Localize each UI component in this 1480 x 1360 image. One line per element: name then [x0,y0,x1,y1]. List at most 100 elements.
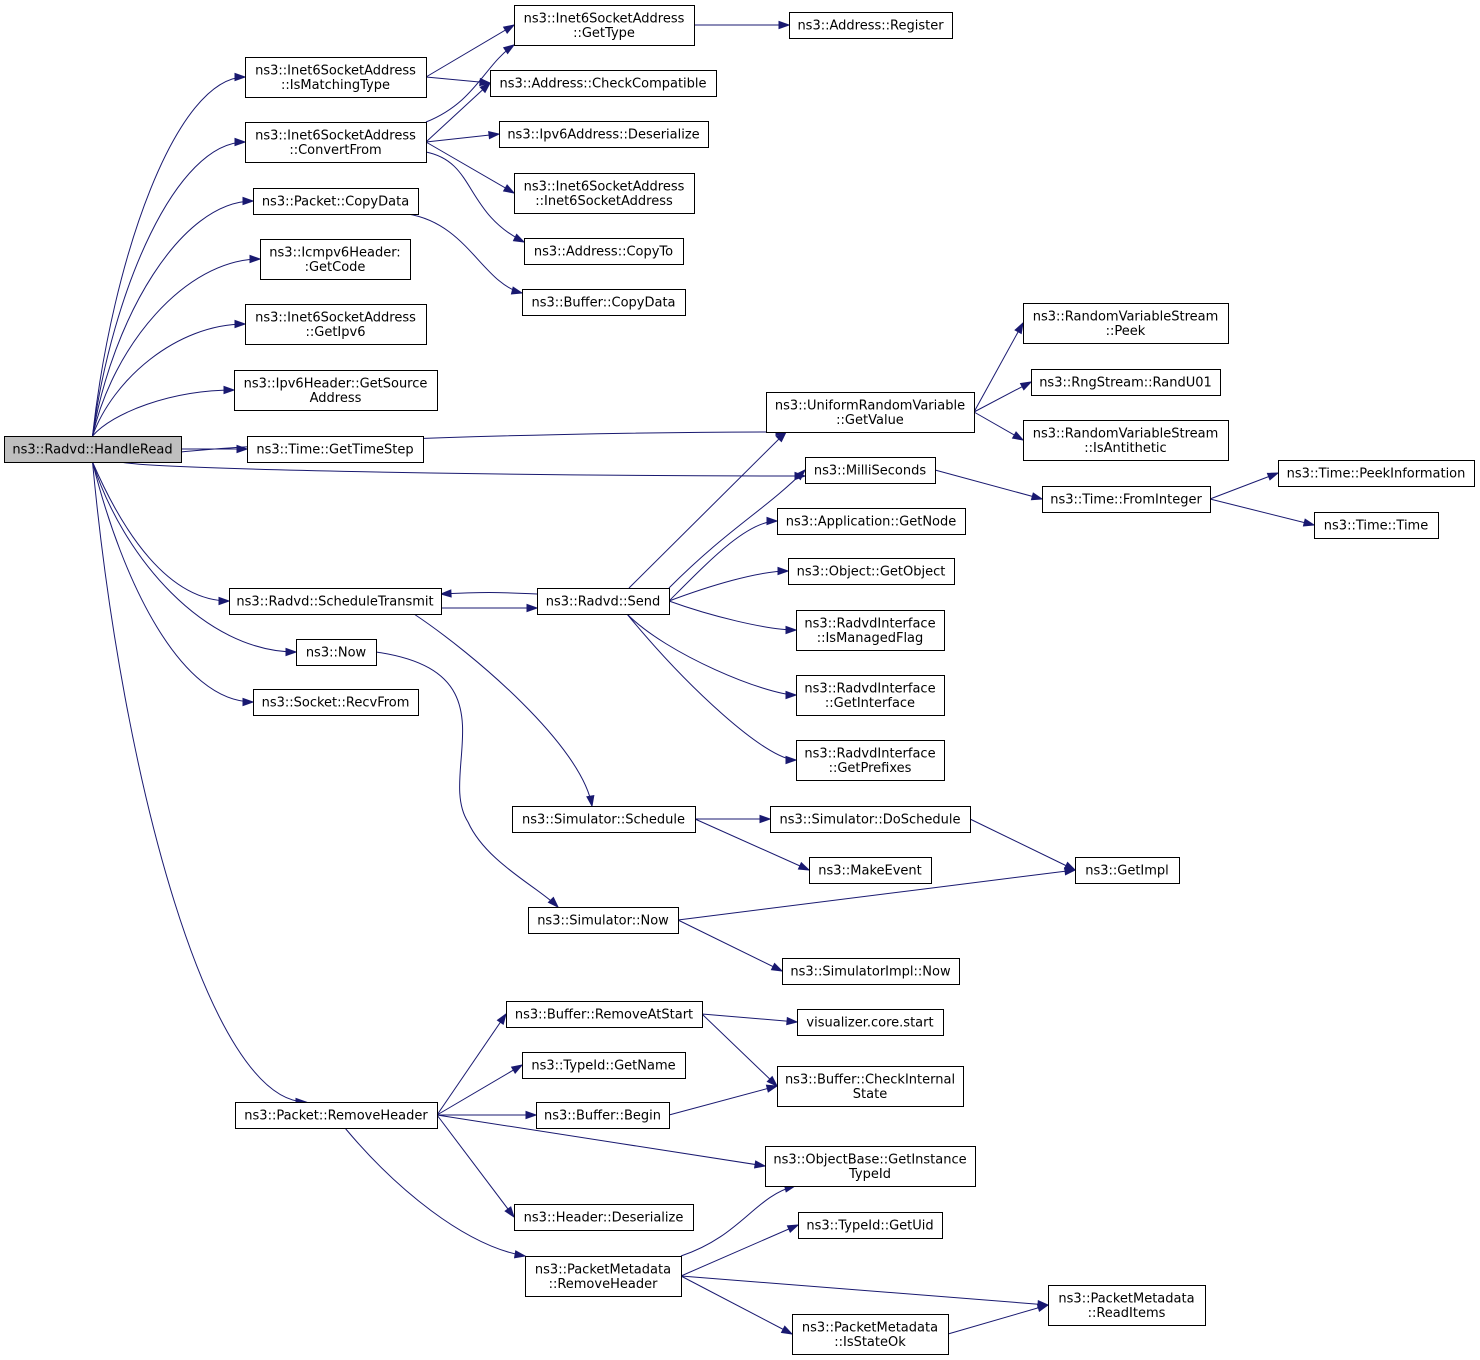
node-n_getcode[interactable]: ns3::Icmpv6Header::GetCode [260,239,411,280]
node-n_ismatching[interactable]: ns3::Inet6SocketAddress::IsMatchingType [245,57,427,98]
node-box [1314,512,1439,539]
edge-line [680,1275,1049,1306]
node-n_now[interactable]: ns3::Now [296,639,377,666]
edge-line [677,919,783,972]
node-n_simnow[interactable]: ns3::Simulator::Now [528,907,679,934]
edge-line [969,818,1076,871]
node-box [798,1212,943,1239]
arrowhead [502,44,516,55]
edge-root-to-n_convertfrom [92,137,247,437]
node-box [296,639,377,666]
node-n_milli[interactable]: ns3::MilliSeconds [805,457,936,484]
node-box [490,70,717,97]
node-n_peekinfo[interactable]: ns3::Time::PeekInformation [1278,460,1475,487]
node-box [796,610,945,651]
node-n_getiface[interactable]: ns3::RadvdInterface::GetInterface [796,675,945,716]
node-n_buf_copydata[interactable]: ns3::Buffer::CopyData [522,289,686,316]
node-n_ctor[interactable]: ns3::Inet6SocketAddress::Inet6SocketAddr… [514,173,695,214]
node-box [797,1009,944,1036]
edge-line [973,322,1024,413]
node-label: ::ConvertFrom [289,143,381,158]
edge-n_send-to-n_getobject [668,566,790,602]
node-n_gettype[interactable]: ns3::Inet6SocketAddress::GetType [514,5,695,46]
node-box [229,588,442,615]
arrowhead [242,196,255,206]
node-box [245,122,427,163]
node-n_pkt_copydata[interactable]: ns3::Packet::CopyData [253,188,419,215]
node-n_checkcompat[interactable]: ns3::Address::CheckCompatible [490,70,717,97]
edge-root-to-n_getvalue [120,427,788,463]
node-root[interactable]: ns3::Radvd::HandleRead [4,436,182,463]
node-n_getuid[interactable]: ns3::TypeId::GetUid [798,1212,943,1239]
node-n_getname[interactable]: ns3::TypeId::GetName [522,1052,686,1079]
arrowhead [1011,431,1025,441]
node-n_getprefixes[interactable]: ns3::RadvdInterface::GetPrefixes [796,740,945,781]
arrowhead [526,603,539,613]
node-label: ns3::Buffer::CheckInternal [785,1072,955,1087]
node-n_fromint[interactable]: ns3::Time::FromInteger [1042,486,1211,513]
node-n_removeheader[interactable]: ns3::Packet::RemoveHeader [235,1102,438,1129]
node-n_copyto[interactable]: ns3::Address::CopyTo [524,238,684,265]
node-label: ::Peek [1106,324,1146,339]
node-label: ::GetValue [836,413,904,428]
node-n_gettimestep[interactable]: ns3::Time::GetTimeStep [247,436,424,463]
node-n_simimplnow[interactable]: ns3::SimulatorImpl::Now [782,958,960,985]
arrowhead [785,755,798,765]
node-box [789,12,953,39]
node-label: ns3::Socket::RecvFrom [262,696,410,711]
node-n_getvalue[interactable]: ns3::UniformRandomVariable::GetValue [766,392,975,433]
node-n_vizstart[interactable]: visualizer.core.start [797,1009,944,1036]
node-label: ns3::RadvdInterface [804,746,935,761]
arrowhead [510,286,524,295]
edge-line [344,1127,526,1257]
node-n_pmremove[interactable]: ns3::PacketMetadata::RemoveHeader [525,1256,682,1297]
edge-n_pmremove-to-n_getuid [680,1224,800,1277]
node-n_getobject[interactable]: ns3::Object::GetObject [788,558,955,585]
node-box [525,1256,682,1297]
node-n_getimpl[interactable]: ns3::GetImpl [1075,857,1180,884]
node-n_convertfrom[interactable]: ns3::Inet6SocketAddress::ConvertFrom [245,122,427,163]
node-n_hdrdeser[interactable]: ns3::Header::Deserialize [514,1204,694,1231]
node-n_send[interactable]: ns3::Radvd::Send [537,588,670,615]
node-n_ismanaged[interactable]: ns3::RadvdInterface::IsManagedFlag [796,610,945,651]
edge-line [425,76,491,84]
edge-n_send-to-n_getprefixes [626,613,798,765]
edge-line [375,651,559,908]
edge-line [628,431,787,589]
node-n_register[interactable]: ns3::Address::Register [789,12,953,39]
node-n_schedtx[interactable]: ns3::Radvd::ScheduleTransmit [229,588,442,615]
node-n_timetime[interactable]: ns3::Time::Time [1314,512,1439,539]
arrowhead [1064,867,1077,876]
node-label: ns3::Simulator::DoSchedule [779,813,960,828]
node-n_randu01[interactable]: ns3::RngStream::RandU01 [1031,369,1221,396]
arrowhead [586,794,595,808]
node-n_simsched[interactable]: ns3::Simulator::Schedule [512,806,696,833]
node-box [245,57,427,98]
node-n_recvfrom[interactable]: ns3::Socket::RecvFrom [253,689,419,716]
arrowhead [249,254,262,264]
node-n_getnode[interactable]: ns3::Application::GetNode [777,508,966,535]
node-n_ipv6deser[interactable]: ns3::Ipv6Address::Deserialize [499,121,709,148]
node-box [809,857,932,884]
node-n_makeevent[interactable]: ns3::MakeEvent [809,857,932,884]
node-n_begin[interactable]: ns3::Buffer::Begin [536,1102,670,1129]
node-n_removeatstart[interactable]: ns3::Buffer::RemoveAtStart [506,1001,703,1028]
node-n_getipv6[interactable]: ns3::Inet6SocketAddress::GetIpv6 [245,304,427,345]
edge-n_send-to-n_getnode [668,516,779,602]
node-n_dosched[interactable]: ns3::Simulator::DoSchedule [770,806,971,833]
arrowhead [504,1206,515,1219]
node-n_isanti[interactable]: ns3::RandomVariableStream::IsAntithetic [1023,420,1229,461]
edge-n_removeheader-to-n_removeatstart [436,1012,507,1116]
node-box [514,173,695,214]
node-label: ::ReadItems [1088,1306,1166,1321]
node-n_isstateok[interactable]: ns3::PacketMetadata::IsStateOk [792,1314,949,1355]
node-box [788,558,955,585]
node-n_peek[interactable]: ns3::RandomVariableStream::Peek [1023,303,1229,344]
node-box [245,304,427,345]
arrowhead [510,1064,524,1074]
node-n_readitems[interactable]: ns3::PacketMetadata::ReadItems [1048,1285,1206,1326]
arrowhead [759,814,772,824]
